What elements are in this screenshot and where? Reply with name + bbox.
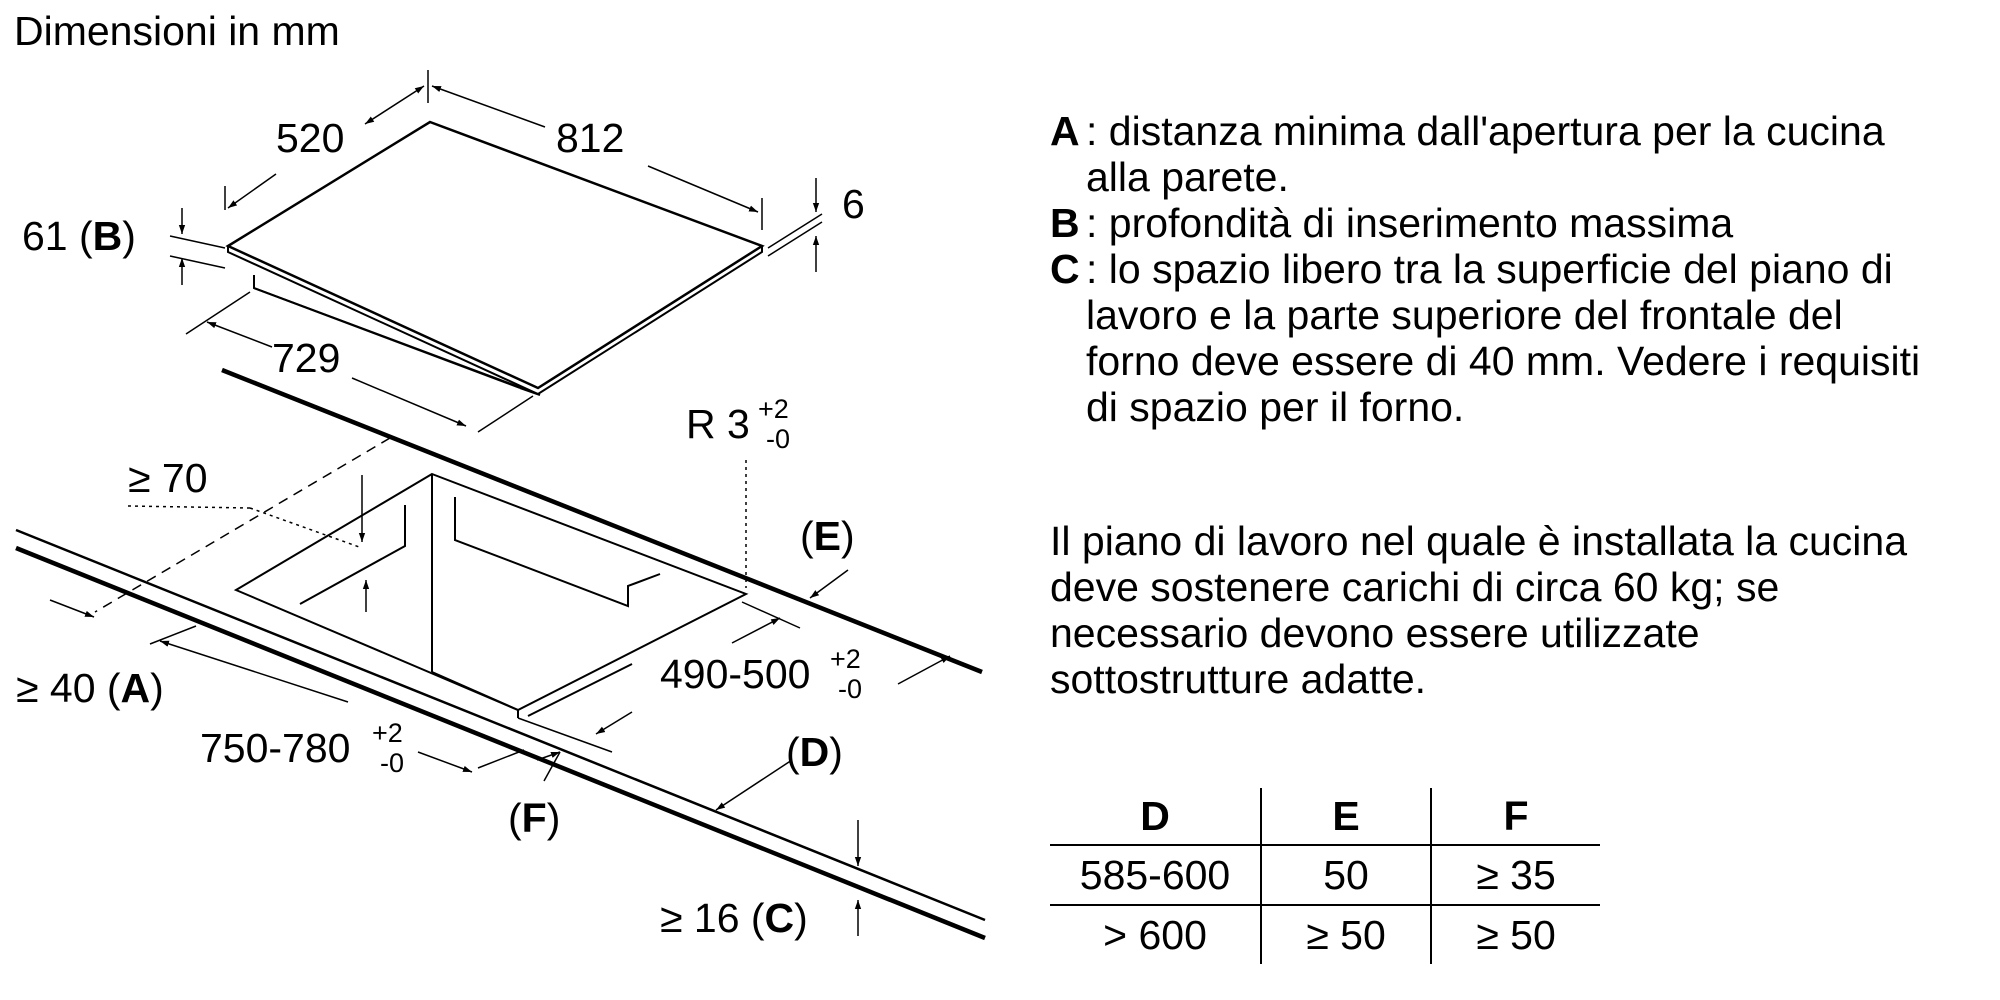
legend-key: B xyxy=(1050,200,1080,246)
page-title: Dimensioni in mm xyxy=(14,8,340,54)
dim-line-812 xyxy=(431,85,546,128)
legend-text: : profondità di inserimento massima xyxy=(1086,200,1734,246)
worktop-back-edge xyxy=(221,367,983,675)
dimension-lines-top xyxy=(169,70,823,433)
label-729: 729 xyxy=(272,335,340,381)
installation-drawing: 520 812 61 (B) 6 729 R 3 +2 -0 ≥ 70 (E) … xyxy=(15,70,986,941)
table-header-e: E xyxy=(1261,788,1432,845)
label-f: (F) xyxy=(508,795,560,841)
table-cell: 50 xyxy=(1261,844,1432,905)
cooktop xyxy=(225,120,765,396)
label-min-16-c: ≥ 16 (C) xyxy=(660,895,808,941)
table-cell: > 600 xyxy=(1050,904,1262,964)
label-d: (D) xyxy=(786,729,843,775)
legend-item-b: B : profondità di inserimento massima xyxy=(1050,200,1946,246)
worktop xyxy=(15,367,986,941)
legend-text: : distanza minima dall'apertura per la c… xyxy=(1086,108,1885,200)
label-6: 6 xyxy=(842,181,865,227)
legend-item-a: A : distanza minima dall'apertura per la… xyxy=(1050,108,1946,200)
dim-line-520 xyxy=(364,85,425,125)
label-min-40-a: ≥ 40 (A) xyxy=(16,665,164,711)
table-cell: ≥ 50 xyxy=(1261,904,1432,964)
label-cutout-width-tol-minus: -0 xyxy=(380,748,404,778)
label-cutout-depth-tol-plus: +2 xyxy=(830,644,861,674)
legend-key: A xyxy=(1050,108,1080,154)
worktop-front-edge-top xyxy=(15,528,986,922)
label-cutout-depth-tol-minus: -0 xyxy=(838,674,862,704)
label-61-b: 61 (B) xyxy=(22,213,136,259)
table-header-f: F xyxy=(1503,792,1529,839)
table-row: > 600 ≥ 50 ≥ 50 xyxy=(1050,904,1600,964)
label-radius-tol-plus: +2 xyxy=(758,394,789,424)
label-e: (E) xyxy=(800,513,855,559)
worktop-front-edge-bottom xyxy=(15,545,986,941)
legend-item-c: C : lo spazio libero tra la superficie d… xyxy=(1050,246,1946,430)
table-header-d: D xyxy=(1050,788,1262,845)
label-min-70: ≥ 70 xyxy=(128,455,208,501)
legend: A : distanza minima dall'apertura per la… xyxy=(1050,108,1946,430)
table-cell: ≥ 50 xyxy=(1431,904,1600,964)
table-row: 585-600 50 ≥ 35 xyxy=(1050,844,1600,905)
dimension-lines-cutout xyxy=(49,460,951,936)
load-note: Il piano di lavoro nel quale è installat… xyxy=(1050,518,1907,702)
label-cutout-width-tol-plus: +2 xyxy=(372,718,403,748)
table-header-row: D E F xyxy=(1050,788,1600,845)
cooktop-top-surface xyxy=(225,120,765,390)
label-radius: R 3 xyxy=(686,401,750,447)
label-cutout-width: 750-780 xyxy=(200,725,350,771)
label-cutout-depth: 490-500 xyxy=(660,651,810,697)
label-812: 812 xyxy=(556,115,624,161)
cooktop-body-bottom xyxy=(253,287,521,389)
table-cell: ≥ 35 xyxy=(1431,844,1600,905)
label-520: 520 xyxy=(276,115,344,161)
legend-key: C xyxy=(1050,246,1080,292)
clearance-table: D E F 585-600 50 ≥ 35 > 600 ≥ 50 ≥ 50 xyxy=(1050,788,1600,964)
table-cell: 585-600 xyxy=(1050,844,1262,905)
legend-text: : lo spazio libero tra la superficie del… xyxy=(1086,246,1921,430)
label-radius-tol-minus: -0 xyxy=(766,424,790,454)
